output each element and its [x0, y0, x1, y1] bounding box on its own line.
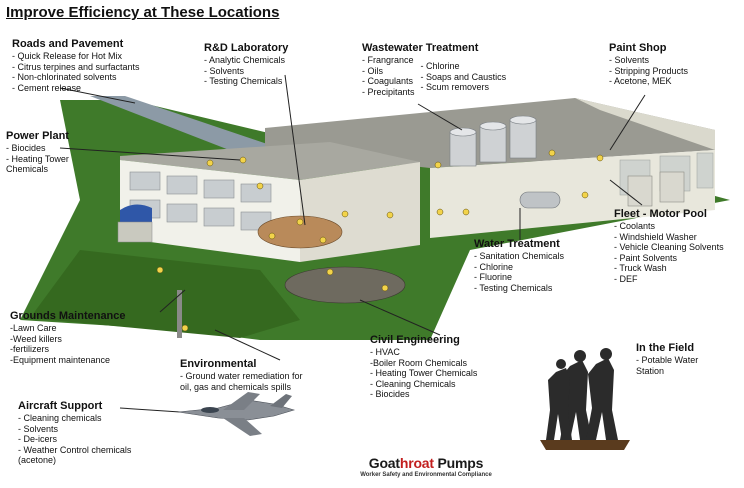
- field-item: Station: [636, 365, 665, 376]
- label-rd-laboratory: R&D Laboratory - Analytic Chemicals - So…: [204, 42, 288, 87]
- label-grounds-maintenance: Grounds Maintenance -Lawn Care -Weed kil…: [10, 310, 126, 365]
- label-civil-engineering: Civil Engineering - HVAC -Boiler Room Ch…: [370, 334, 477, 400]
- label-environmental: Environmental - Ground water remediation…: [180, 358, 303, 392]
- label-power-plant: Power Plant - Biocides - Heating Tower C…: [6, 130, 69, 175]
- fighter-jet: [177, 392, 296, 436]
- label-roads-and-pavement: Roads and Pavement - Quick Release for H…: [12, 38, 140, 93]
- environmental-heading: Environmental: [180, 358, 257, 370]
- wastewater-item: - Precipitants: [362, 86, 415, 97]
- rd-lab-item: - Analytic Chemicals: [204, 55, 286, 65]
- civil-item: - Heating Tower Chemicals: [370, 368, 478, 378]
- environmental-item: oil, gas and chemicals spills: [180, 381, 292, 392]
- environmental-item: - Ground water remediation for: [180, 371, 303, 381]
- civil-item: - Cleaning Chemicals: [370, 378, 456, 389]
- power-plant-heading: Power Plant: [6, 130, 69, 142]
- aircraft-item: - Cleaning chemicals: [18, 413, 102, 423]
- soldier-statue: [540, 348, 630, 450]
- fleet-item: - Vehicle Cleaning Solvents: [614, 242, 724, 252]
- logo-brand: Goathroat Pumps: [346, 455, 506, 471]
- wastewater-item: - Scum removers: [420, 82, 490, 92]
- aircraft-item: - Weather Control chemicals: [18, 444, 132, 455]
- aircraft-item: - Solvents: [18, 423, 59, 434]
- paint-shop-heading: Paint Shop: [609, 42, 667, 54]
- water-item: - Fluorine: [474, 272, 513, 282]
- power-plant-item: - Biocides: [6, 143, 46, 153]
- cooling-unit: [117, 221, 153, 243]
- label-fleet-motor-pool: Fleet - Motor Pool - Coolants - Windshie…: [614, 208, 724, 284]
- label-water-treatment: Water Treatment - Sanitation Chemicals -…: [474, 238, 564, 293]
- lawn-shadow: [30, 250, 300, 338]
- wastewater-tanks: [449, 115, 537, 167]
- location-markers: [156, 149, 604, 332]
- leader-lines: [59, 74, 646, 413]
- office-roof: [120, 142, 420, 180]
- rd-lab-heading: R&D Laboratory: [204, 42, 289, 54]
- logo-brand-part3: Pumps: [433, 455, 484, 471]
- road: [90, 96, 285, 160]
- aircraft-item: - De-icers: [18, 434, 58, 444]
- label-paint-shop: Paint Shop - Solvents - Stripping Produc…: [609, 42, 688, 87]
- water-item: - Sanitation Chemicals: [474, 251, 565, 261]
- back-building-end: [575, 98, 715, 150]
- paint-shop-item: - Acetone, MEK: [609, 76, 672, 86]
- paint-shop-item: - Stripping Products: [609, 65, 689, 76]
- paint-shop-item: - Solvents: [609, 55, 650, 65]
- power-plant-item: Chemicals: [6, 164, 49, 174]
- logo-tagline: Worker Safety and Environmental Complian…: [360, 472, 492, 478]
- label-aircraft-support: Aircraft Support - Cleaning chemicals - …: [18, 400, 131, 466]
- fleet-item: - Truck Wash: [614, 263, 667, 273]
- civil-item: -Boiler Room Chemicals: [370, 357, 468, 368]
- wastewater-item: - Chlorine: [420, 61, 460, 71]
- fleet-item: - Windshield Washer: [614, 231, 697, 242]
- roads-item: - Quick Release for Hot Mix: [12, 51, 123, 61]
- well-pipe: [177, 290, 182, 338]
- blue-awning: [120, 204, 152, 222]
- civil-item: - Biocides: [370, 389, 410, 399]
- roads-heading: Roads and Pavement: [12, 38, 124, 50]
- wastewater-col2: - Chlorine - Soaps and Caustics - Scum r…: [421, 55, 507, 97]
- water-item: - Testing Chemicals: [474, 282, 553, 293]
- roads-item: - Citrus terpines and surfactants: [12, 61, 140, 72]
- grounds-heading: Grounds Maintenance: [10, 310, 126, 322]
- wastewater-item: - Frangrance: [362, 55, 414, 65]
- fleet-item: - Coolants: [614, 221, 656, 231]
- water-treatment-tank: [519, 191, 561, 209]
- civil-heading: Civil Engineering: [370, 334, 460, 346]
- field-heading: In the Field: [636, 342, 695, 354]
- wastewater-item: - Coagulants: [362, 76, 414, 86]
- grounds-item: -Lawn Care: [10, 323, 57, 333]
- wastewater-heading: Wastewater Treatment: [362, 42, 479, 54]
- label-wastewater-treatment: Wastewater Treatment - Frangrance - Oils…: [362, 42, 506, 97]
- logo-brand-part1: Goat: [368, 455, 400, 471]
- power-plant-item: - Heating Tower: [6, 153, 69, 164]
- page-title: Improve Efficiency at These Locations: [6, 4, 280, 21]
- grounds-item: -Weed killers: [10, 333, 62, 344]
- wastewater-item: - Oils: [362, 65, 383, 76]
- basement-cutout: [284, 266, 406, 304]
- wastewater-columns: - Frangrance - Oils - Coagulants - Preci…: [362, 55, 506, 97]
- roads-item: - Non-chlorinated solvents: [12, 72, 117, 82]
- fleet-item: - DEF: [614, 273, 638, 284]
- fleet-heading: Fleet - Motor Pool: [614, 208, 707, 220]
- aircraft-heading: Aircraft Support: [18, 400, 103, 412]
- goatthroat-logo: Goathroat Pumps Worker Safety and Enviro…: [346, 455, 506, 478]
- wastewater-item: - Soaps and Caustics: [420, 71, 507, 82]
- roads-item: - Cement release: [12, 82, 82, 93]
- grounds-item: -fertilizers: [10, 344, 50, 354]
- aircraft-item: (acetone): [18, 455, 57, 465]
- water-item: - Chlorine: [474, 261, 514, 272]
- fleet-item: - Paint Solvents: [614, 252, 678, 263]
- water-heading: Water Treatment: [474, 238, 560, 250]
- garage-doors: [627, 171, 685, 207]
- grounds-item: -Equipment maintenance: [10, 354, 111, 365]
- logo-brand-part2: hroat: [399, 455, 434, 471]
- rd-lab-item: - Solvents: [204, 65, 245, 76]
- label-in-the-field: In the Field - Potable Water Station: [636, 342, 698, 376]
- field-item: - Potable Water: [636, 355, 699, 365]
- rd-lab-item: - Testing Chemicals: [204, 76, 283, 86]
- wastewater-col1: - Frangrance - Oils - Coagulants - Preci…: [362, 55, 415, 97]
- civil-item: - HVAC: [370, 347, 400, 357]
